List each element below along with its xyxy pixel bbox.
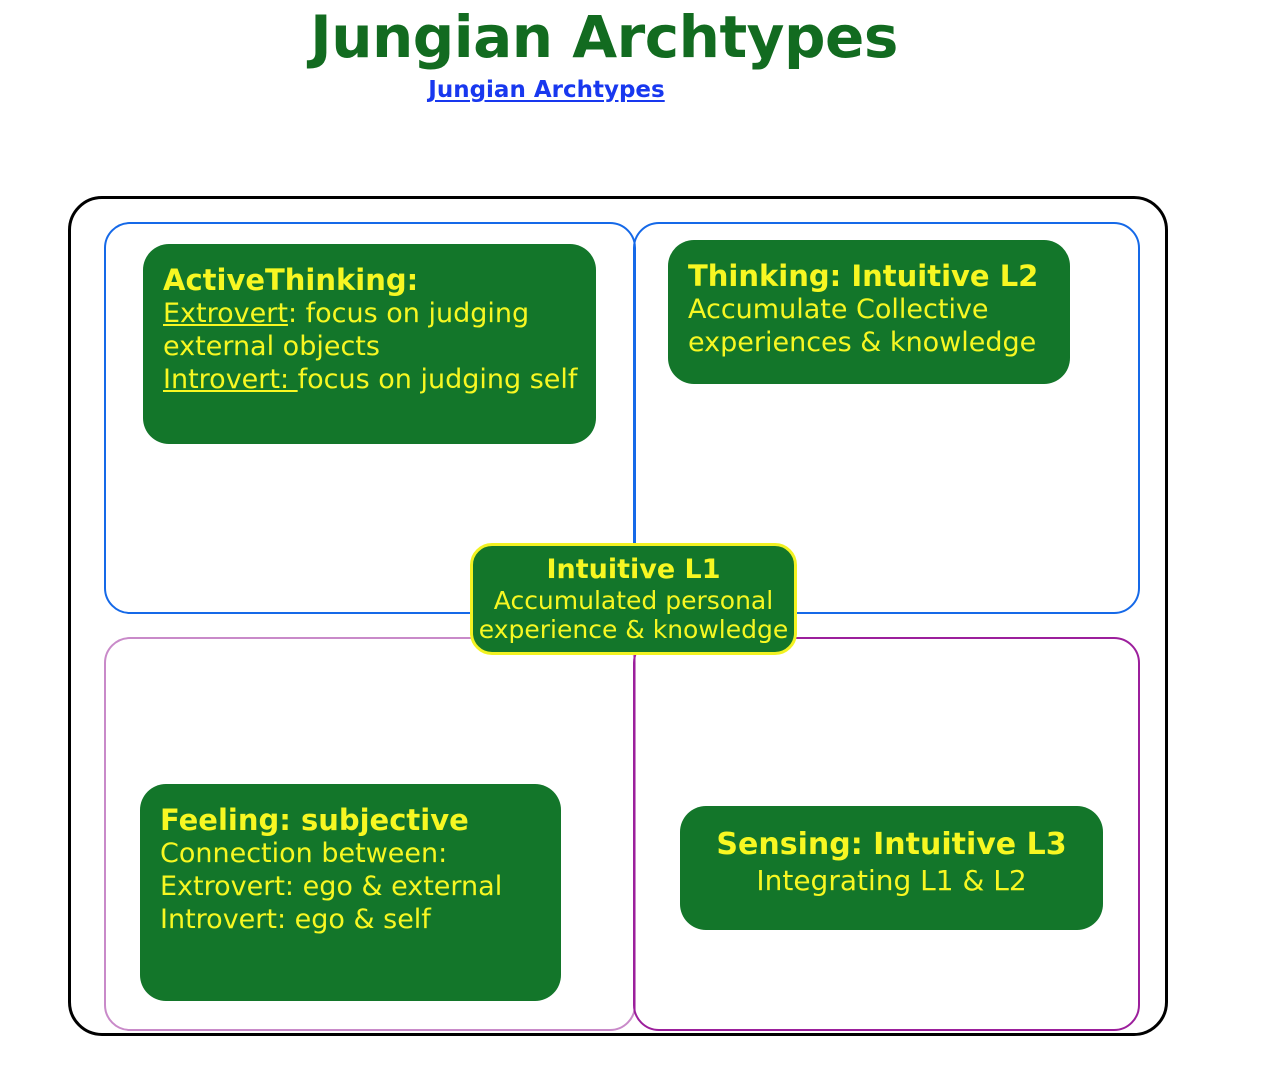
node-active-thinking-line-3: Introvert: focus on judging self — [163, 364, 578, 397]
quadrant-bottom-right-outline — [633, 637, 1140, 1031]
node-thinking-l2-line-2: experiences & knowledge — [688, 327, 1037, 359]
node-sensing-l3-line-1: Integrating L1 & L2 — [756, 863, 1027, 897]
introvert-label: Introvert: — [163, 364, 298, 396]
node-intuitive-l1[interactable]: Intuitive L1 Accumulated personal experi… — [470, 543, 797, 655]
node-intuitive-l1-line-2: experience & knowledge — [478, 615, 789, 645]
quadrant-top-left-outline — [104, 222, 636, 614]
node-feeling-subjective[interactable]: Feeling: subjective Connection between: … — [140, 784, 561, 1001]
node-thinking-l2-line-1: Accumulate Collective — [688, 294, 989, 326]
page-header: Jungian Archtypes Jungian Archtypes — [0, 0, 1266, 103]
node-thinking-intuitive-l2[interactable]: Thinking: Intuitive L2 Accumulate Collec… — [668, 240, 1070, 384]
diagram-outer-frame — [68, 196, 1168, 1036]
node-feeling-title: Feeling: subjective — [160, 803, 469, 837]
node-intuitive-l1-title: Intuitive L1 — [546, 554, 721, 585]
node-feeling-line-1: Connection between: — [160, 838, 448, 870]
node-sensing-intuitive-l3[interactable]: Sensing: Intuitive L3 Integrating L1 & L… — [680, 806, 1103, 930]
extrovert-rest: : focus on judging — [287, 298, 530, 330]
node-active-thinking-title: ActiveThinking: — [163, 263, 419, 297]
title-wrap: Jungian Archtypes Jungian Archtypes — [0, 0, 1266, 103]
node-active-thinking[interactable]: ActiveThinking: Extrovert: focus on judg… — [143, 244, 596, 444]
node-thinking-l2-title: Thinking: Intuitive L2 — [688, 259, 1039, 293]
page-title: Jungian Archtypes — [310, 3, 898, 71]
node-intuitive-l1-line-1: Accumulated personal — [493, 585, 774, 615]
quadrant-bottom-left-outline — [104, 637, 636, 1031]
subtitle-link[interactable]: Jungian Archtypes — [428, 76, 665, 103]
extrovert-label: Extrovert — [163, 298, 288, 330]
node-feeling-line-3: Introvert: ego & self — [160, 904, 431, 936]
node-active-thinking-line-2: external objects — [163, 331, 380, 363]
node-active-thinking-line-1: Extrovert: focus on judging — [163, 298, 576, 331]
node-feeling-line-2: Extrovert: ego & external — [160, 871, 503, 903]
node-sensing-l3-title: Sensing: Intuitive L3 — [716, 827, 1067, 862]
quadrant-top-right-outline — [633, 222, 1140, 614]
introvert-rest: focus on judging self — [297, 364, 578, 396]
